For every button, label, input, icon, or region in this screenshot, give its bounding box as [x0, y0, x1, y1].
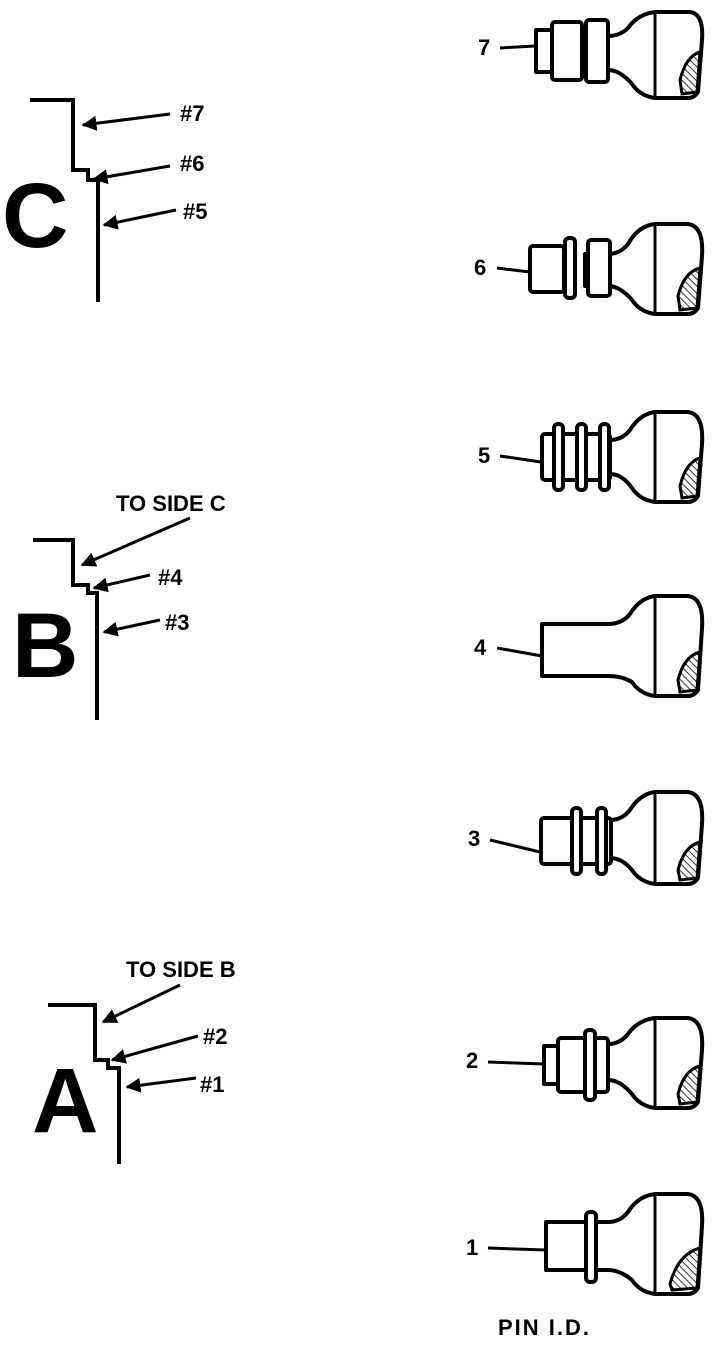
- side-c-letter: C: [2, 165, 68, 267]
- pin-4: 4: [474, 594, 705, 698]
- pin-ring-7a: [550, 20, 584, 82]
- pin-2: 2: [466, 1016, 705, 1110]
- pin-ring-5a: [552, 422, 565, 492]
- pin-5: 5: [478, 410, 705, 504]
- pin-number-4: 4: [474, 635, 487, 660]
- pin-3: 3: [468, 790, 705, 886]
- label-a-1: #1: [200, 1072, 224, 1097]
- pin-ring-6b: [586, 238, 612, 298]
- pin-ring-1a: [584, 1210, 598, 1284]
- pin-tip-7: [534, 28, 554, 74]
- pin-number-2: 2: [466, 1048, 478, 1073]
- pin-number-5: 5: [478, 443, 490, 468]
- pin-ring-2a: [583, 1028, 597, 1102]
- side-b-profile: [33, 538, 99, 720]
- pin-tip-2: [542, 1044, 560, 1086]
- arrow-b-3: [102, 618, 161, 637]
- pin-1: 1: [466, 1192, 705, 1296]
- pin-leader-7: [499, 44, 536, 50]
- label-b-3: #3: [165, 610, 189, 635]
- pin-hatch-1: [668, 1245, 702, 1292]
- pin-leader-3: [489, 838, 541, 854]
- side-b-letter: B: [12, 595, 78, 697]
- pin-hatch-4: [676, 650, 702, 694]
- pin-ring-5c: [598, 422, 611, 492]
- pin-leader-5: [499, 454, 542, 464]
- pin-tip-6: [528, 244, 566, 294]
- pin-number-1: 1: [466, 1235, 478, 1260]
- arrow-to-side-c: [80, 516, 191, 567]
- pin-hatch-7: [678, 49, 702, 96]
- side-a-profile: [48, 1003, 121, 1164]
- pin-hatch-6: [676, 266, 702, 312]
- label-to-side-b: TO SIDE B: [126, 957, 236, 982]
- pin-6: 6: [474, 222, 705, 316]
- label-c-7: #7: [180, 101, 204, 126]
- pin-hatch-3: [676, 840, 702, 882]
- pin-number-3: 3: [468, 826, 480, 851]
- pin-id-caption: PIN I.D.: [498, 1315, 591, 1340]
- arrow-to-side-b: [101, 983, 181, 1024]
- pin-leader-4: [496, 646, 543, 658]
- side-c-group: C #7 #6 #5: [2, 98, 207, 302]
- pin-leader-1: [487, 1246, 547, 1252]
- side-c-profile: [30, 98, 100, 302]
- arrow-b-4: [92, 573, 151, 593]
- side-a-group: A TO SIDE B #2 #1: [32, 957, 236, 1164]
- arrow-c-7: [81, 112, 171, 131]
- arrow-a-2: [110, 1034, 199, 1064]
- pin-leader-2: [487, 1060, 545, 1066]
- label-b-4: #4: [158, 565, 183, 590]
- pin-ring-3a: [570, 806, 583, 876]
- pin-number-7: 7: [478, 35, 490, 60]
- pin-hatch-5: [678, 455, 702, 500]
- arrow-a-1: [125, 1076, 197, 1093]
- arrow-c-6: [92, 164, 171, 185]
- pin-ring-5b: [575, 422, 588, 492]
- label-c-6: #6: [180, 151, 204, 176]
- side-a-letter: A: [32, 1050, 98, 1152]
- label-a-2: #2: [203, 1024, 227, 1049]
- pin-ring-7b: [584, 18, 610, 84]
- label-c-5: #5: [183, 199, 207, 224]
- pin-ring-6a: [563, 236, 577, 300]
- label-to-side-c: TO SIDE C: [116, 491, 226, 516]
- pin-leader-6: [496, 266, 531, 274]
- side-b-group: B TO SIDE C #4 #3: [12, 491, 226, 720]
- arrow-c-5: [102, 208, 177, 230]
- pin-number-6: 6: [474, 255, 486, 280]
- pin-ring-3b: [595, 806, 608, 876]
- pin-7: 7: [478, 10, 705, 100]
- pin-hatch-2: [676, 1064, 702, 1106]
